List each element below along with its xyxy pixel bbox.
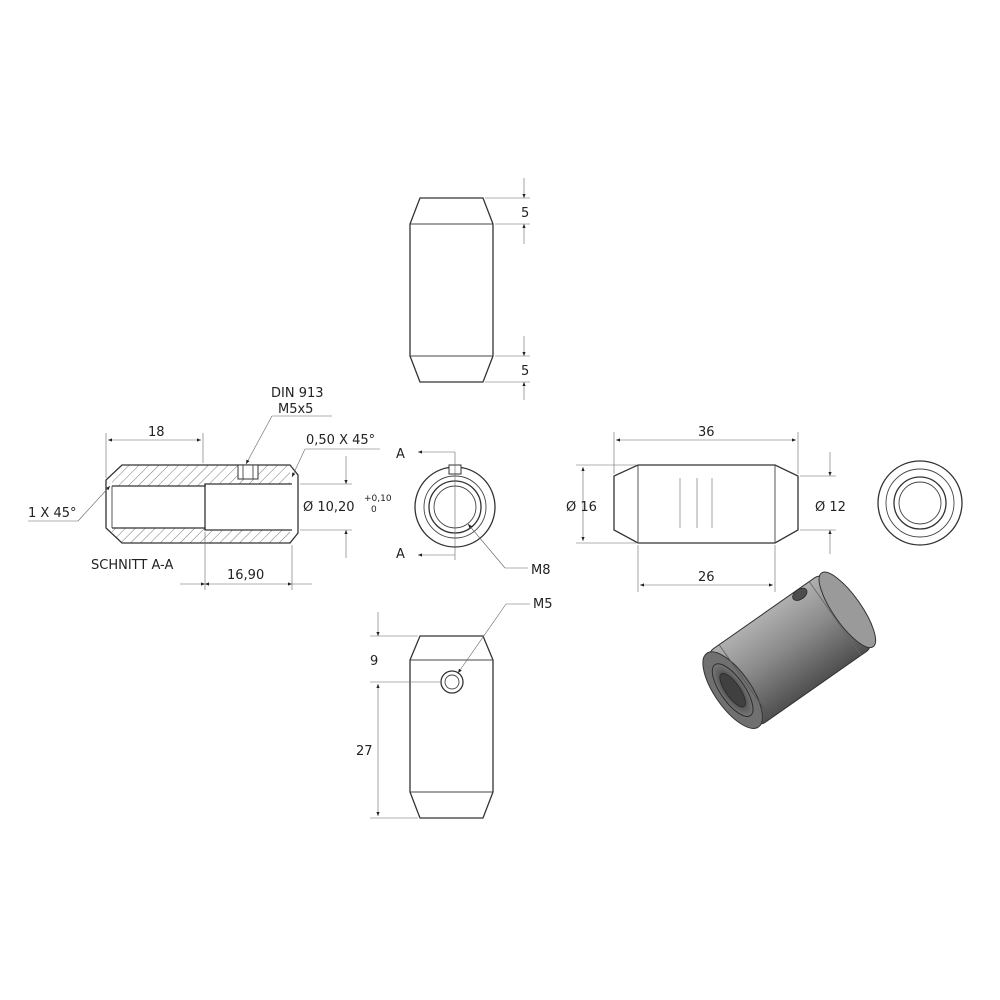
dim-body-length: 26: [698, 570, 715, 585]
dim-18: 18: [148, 425, 165, 440]
dim-27: 27: [356, 744, 373, 759]
end-view-m8: A A M8: [396, 447, 551, 578]
end-view-right: [877, 460, 963, 546]
chamfer-outer: 0,50 X 45°: [306, 433, 375, 448]
tolerance-upper: +0,10: [364, 494, 392, 504]
tolerance-lower: 0: [371, 505, 377, 515]
section-view: 18 DIN 913 M5x5 0,50 X 45° 1 X 45° Ø 10,…: [28, 386, 392, 590]
screw-label: M5x5: [278, 402, 313, 417]
diameter-bore: Ø 10,20: [303, 500, 355, 515]
dim-depth: 16,90: [227, 568, 264, 583]
diameter-outer: Ø 16: [566, 500, 597, 515]
front-view: 9 27 M5: [356, 597, 553, 819]
section-mark-top: A: [396, 447, 405, 462]
thread-m8: M8: [531, 563, 551, 578]
chamfer-inner: 1 X 45°: [28, 506, 76, 521]
top-view: 5 5: [409, 178, 530, 400]
isometric-3d-view: [702, 571, 877, 729]
dim-bottom-chamfer: 5: [521, 364, 529, 379]
diameter-end: Ø 12: [815, 500, 846, 515]
dim-length: 36: [698, 425, 715, 440]
dim-top-chamfer: 5: [521, 206, 529, 221]
din-label: DIN 913: [271, 386, 324, 401]
dim-9: 9: [370, 654, 378, 669]
section-mark-bottom: A: [396, 547, 405, 562]
thread-m5: M5: [533, 597, 553, 612]
side-view: 36 Ø 16 Ø 12 26: [566, 425, 846, 592]
section-title: SCHNITT A-A: [91, 558, 173, 573]
